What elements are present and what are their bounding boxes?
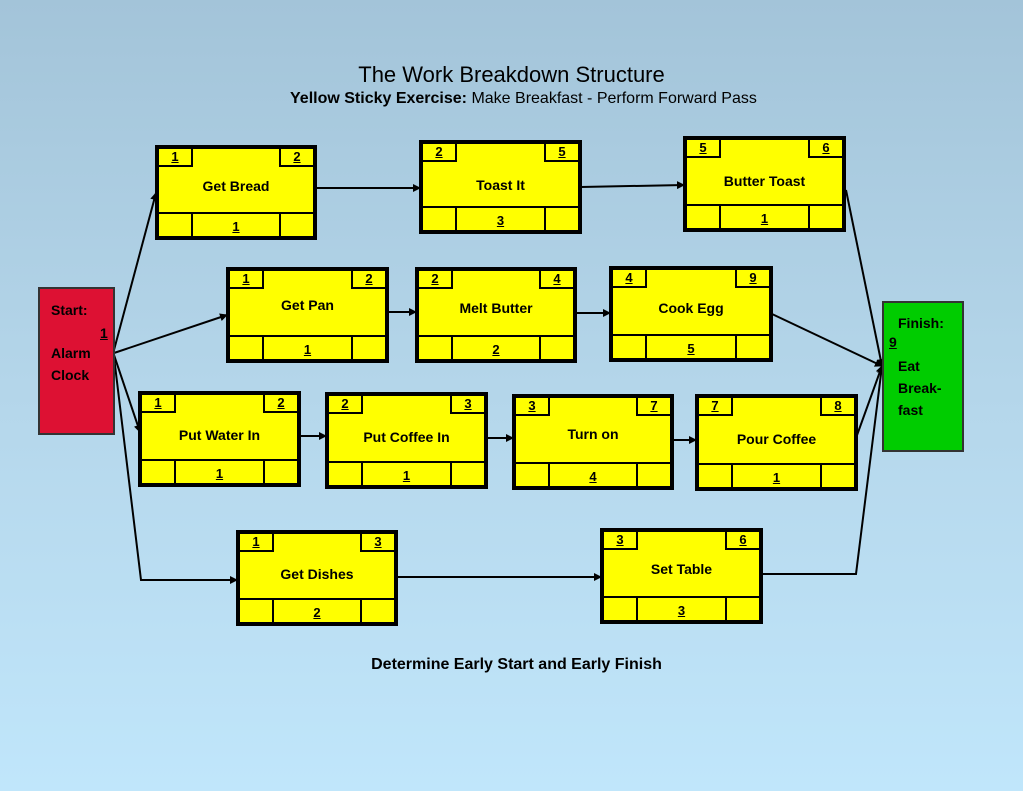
task-early-finish: 6 <box>725 532 759 550</box>
finish-line3: fast <box>898 402 923 418</box>
task-get-pan: 1 2 Get Pan 1 <box>226 267 389 363</box>
task-early-start: 1 <box>159 149 193 167</box>
arrow-butter-finish <box>845 189 885 367</box>
task-duration: 2 <box>492 342 500 357</box>
task-early-start: 7 <box>699 398 733 416</box>
task-early-finish: 2 <box>279 149 313 167</box>
task-name: Cook Egg <box>658 300 724 316</box>
task-name: Set Table <box>650 561 713 577</box>
task-early-finish: 2 <box>263 395 297 413</box>
task-name: Turn on <box>567 426 619 442</box>
arrow-table-finish <box>762 365 886 575</box>
task-duration: 1 <box>303 342 312 357</box>
task-early-start: 5 <box>687 140 721 158</box>
task-duration: 1 <box>232 219 240 234</box>
task-early-finish: 5 <box>544 144 578 162</box>
task-early-finish: 4 <box>539 271 573 289</box>
task-duration: 3 <box>496 213 505 228</box>
task-duration: 4 <box>589 469 597 484</box>
task-early-finish: 9 <box>735 270 769 288</box>
task-early-finish: 8 <box>820 398 854 416</box>
task-early-finish: 6 <box>808 140 842 158</box>
arrow-start-get-dishes <box>113 356 238 584</box>
task-name: Pour Coffee <box>736 431 817 447</box>
task-name: Get Dishes <box>280 566 354 582</box>
task-early-finish: 3 <box>450 396 484 414</box>
task-name: Put Water In <box>178 427 261 443</box>
task-early-start: 2 <box>329 396 363 414</box>
arrow-pour-finish <box>855 365 884 439</box>
task-name: Butter Toast <box>723 173 806 189</box>
start-line2: Clock <box>51 367 90 383</box>
arrow-toast-butter <box>580 181 685 190</box>
footer-instruction: Determine Early Start and Early Finish <box>371 656 662 673</box>
task-duration: 5 <box>687 341 695 356</box>
task-early-finish: 3 <box>360 534 394 552</box>
page-title: The Work Breakdown Structure <box>358 62 665 87</box>
task-name: Put Coffee In <box>363 429 450 445</box>
task-early-start: 1 <box>142 395 176 413</box>
start-node: Start: 1 Alarm Clock <box>38 287 115 435</box>
arrow-start-put-water <box>113 354 142 433</box>
subtitle-bold: Yellow Sticky Exercise: <box>290 90 467 107</box>
finish-label: Finish: <box>898 315 944 331</box>
task-duration: 1 <box>772 470 781 485</box>
task-set-table: 3 6 Set Table 3 <box>600 528 763 624</box>
task-early-finish: 7 <box>636 398 670 416</box>
task-put-water-in: 1 2 Put Water In 1 <box>138 391 301 487</box>
finish-value: 9 <box>889 334 897 350</box>
task-melt-butter: 2 4 Melt Butter 2 <box>415 267 577 363</box>
task-toast-it: 2 5 Toast It 3 <box>419 140 582 234</box>
task-early-start: 3 <box>516 398 550 416</box>
page-subtitle: Yellow Sticky Exercise: Make Breakfast -… <box>290 90 757 108</box>
task-early-finish: 2 <box>351 271 385 289</box>
task-early-start: 2 <box>423 144 457 162</box>
arrow-start-get-bread <box>113 192 159 351</box>
task-pour-coffee: 7 8 Pour Coffee 1 <box>695 394 858 491</box>
task-duration: 3 <box>677 603 686 618</box>
task-duration: 2 <box>313 605 321 620</box>
task-put-coffee-in: 2 3 Put Coffee In 1 <box>325 392 488 489</box>
task-get-dishes: 1 3 Get Dishes 2 <box>236 530 398 626</box>
task-early-start: 1 <box>230 271 264 289</box>
arrow-start-get-pan <box>113 313 228 354</box>
task-duration: 1 <box>760 211 769 226</box>
subtitle-rest: Make Breakfast - Perform Forward Pass <box>467 90 757 107</box>
task-duration: 1 <box>402 468 411 483</box>
task-cook-egg: 4 9 Cook Egg 5 <box>609 266 773 362</box>
task-name: Get Bread <box>202 178 270 194</box>
arrow-cook-finish <box>771 313 883 367</box>
task-early-start: 1 <box>240 534 274 552</box>
start-label: Start: <box>51 302 88 318</box>
task-get-bread: 1 2 Get Bread 1 <box>155 145 317 240</box>
task-early-start: 4 <box>613 270 647 288</box>
start-value: 1 <box>100 325 108 341</box>
task-name: Get Pan <box>281 297 334 313</box>
task-name: Melt Butter <box>459 300 533 316</box>
task-duration: 1 <box>215 466 224 481</box>
task-early-start: 2 <box>419 271 453 289</box>
finish-line1: Eat <box>898 358 920 374</box>
task-turn-on: 3 7 Turn on 4 <box>512 394 674 490</box>
task-butter-toast: 5 6 Butter Toast 1 <box>683 136 846 232</box>
task-early-start: 3 <box>604 532 638 550</box>
finish-node: Finish: 9 Eat Break- fast <box>882 301 964 452</box>
start-line1: Alarm <box>51 345 91 361</box>
finish-line2: Break- <box>898 380 942 396</box>
task-name: Toast It <box>476 177 525 193</box>
